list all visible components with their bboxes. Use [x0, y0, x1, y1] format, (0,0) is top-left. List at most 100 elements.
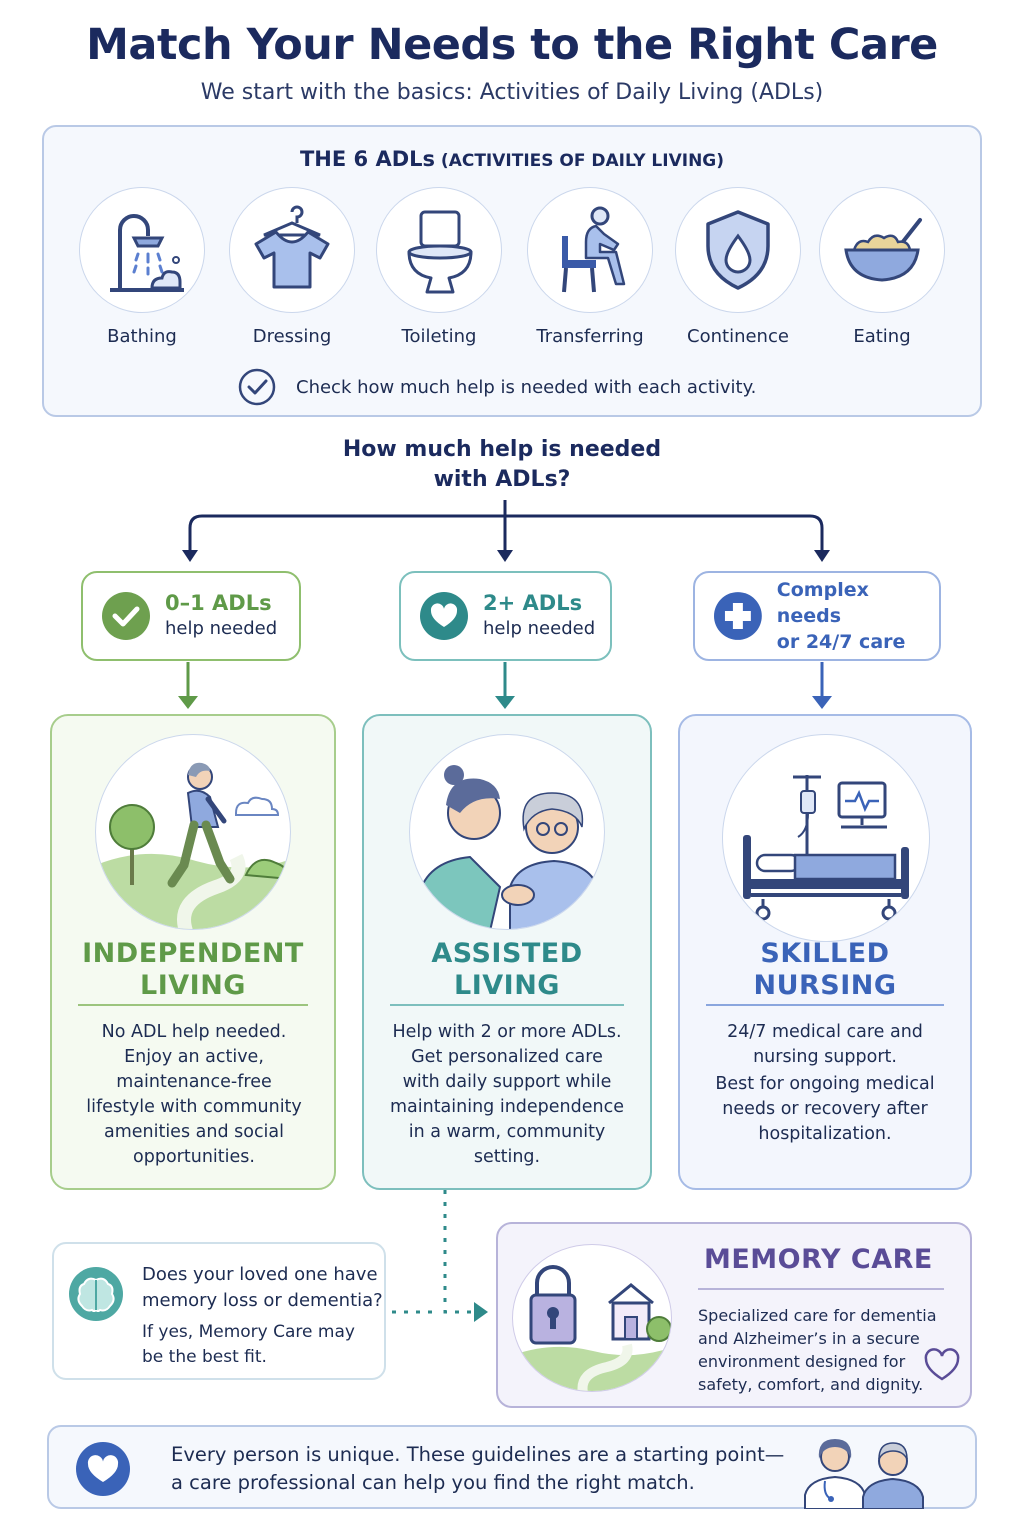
card-body-line: in a warm, community — [408, 1122, 606, 1142]
brain-icon — [69, 1267, 123, 1321]
adl-note-text: Check how much help is needed with each … — [296, 376, 757, 398]
card-body-line: setting. — [473, 1147, 541, 1167]
adl-item-continence: Continence — [668, 187, 808, 347]
adl-title-paren: (ACTIVITIES OF DAILY LIVING) — [435, 151, 725, 171]
memory-question-text: Does your loved one have memory loss or … — [142, 1262, 383, 1314]
card-body-line: Enjoy an active, — [124, 1047, 264, 1067]
care-professionals-icon — [804, 1439, 924, 1509]
card-divider — [390, 1004, 624, 1006]
memory-care-line: Specialized care for dementia — [698, 1306, 937, 1325]
adl-item-dressing: Dressing — [222, 187, 362, 347]
adl-item-bathing: Bathing — [72, 187, 212, 347]
card-heading-line2: LIVING — [140, 970, 246, 1001]
memory-question-line: If yes, Memory Care may — [142, 1322, 355, 1342]
adl-panel-title: THE 6 ADLs (ACTIVITIES OF DAILY LIVING) — [44, 147, 980, 171]
card-body: No ADL help needed. Enjoy an active, mai… — [62, 1020, 326, 1170]
card-body-line: No ADL help needed. — [101, 1022, 287, 1042]
page-subtitle: We start with the basics: Activities of … — [200, 80, 824, 105]
padlock-house-icon — [512, 1244, 672, 1392]
memory-care-line: safety, comfort, and dignity. — [698, 1375, 924, 1394]
memory-care-body: Specialized care for dementia and Alzhei… — [698, 1304, 937, 1396]
card-skilled-nursing: SKILLED NURSING 24/7 medical care and nu… — [678, 714, 972, 1190]
walking-person-icon — [95, 734, 291, 930]
adl-label: Bathing — [107, 326, 177, 347]
adl-label: Transferring — [536, 326, 644, 347]
memory-question-box: Does your loved one have memory loss or … — [52, 1242, 386, 1380]
card-memory-care: MEMORY CARE Specialized care for dementi… — [496, 1222, 972, 1408]
pill-subtext: help needed — [165, 618, 278, 639]
card-body-line: lifestyle with community — [86, 1097, 302, 1117]
card-body-line: maintaining independence — [389, 1097, 625, 1117]
bowl-icon — [819, 187, 945, 313]
card-body-line: Help with 2 or more ADLs. — [392, 1022, 622, 1042]
pill-subtext: or 24/7 care — [776, 631, 906, 653]
adl-panel: THE 6 ADLs (ACTIVITIES OF DAILY LIVING) … — [42, 125, 982, 417]
card-body-line: with daily support while — [402, 1072, 612, 1092]
card-body: Help with 2 or more ADLs. Get personaliz… — [372, 1020, 642, 1170]
memory-care-line: environment designed for — [698, 1352, 906, 1371]
card-body-line: hospitalization. — [758, 1124, 892, 1144]
adl-label: Dressing — [252, 326, 332, 347]
adl-note: Check how much help is needed with each … — [238, 368, 757, 406]
caregiver-icon — [409, 734, 605, 930]
card-body-line: maintenance-free — [116, 1072, 272, 1092]
shower-icon — [79, 187, 205, 313]
card-body-line: needs or recovery after — [722, 1099, 928, 1119]
memory-question-line: be the best fit. — [142, 1347, 267, 1367]
hospital-bed-icon — [722, 734, 930, 942]
pill-2-plus-adls: 2+ ADLs help needed — [399, 571, 612, 661]
shirt-icon — [229, 187, 355, 313]
card-divider — [78, 1004, 308, 1006]
footer-line: a care professional can help you find th… — [171, 1471, 695, 1494]
adl-title-main: THE 6 ADLs — [299, 147, 436, 171]
toilet-icon — [376, 187, 502, 313]
memory-care-divider — [698, 1288, 944, 1290]
pill-heading: 2+ ADLs — [483, 591, 583, 615]
pill-subtext: help needed — [483, 618, 596, 639]
heart-outline-icon — [924, 1348, 960, 1381]
person-sitting-icon — [527, 187, 653, 313]
pill-heading: 0–1 ADLs — [165, 591, 272, 615]
adl-label: Eating — [853, 326, 911, 347]
card-body-line: Best for ongoing medical — [715, 1074, 935, 1094]
pill-heading: Complex needs — [776, 579, 869, 627]
card-body-line: opportunities. — [133, 1147, 255, 1167]
card-heading-line1: SKILLED — [760, 938, 890, 969]
memory-care-line: and Alzheimer’s in a secure — [698, 1329, 920, 1348]
card-assisted-living: ASSISTED LIVING Help with 2 or more ADLs… — [362, 714, 652, 1190]
flow-question-line1: How much help is needed — [342, 437, 662, 462]
flow-question-line2: with ADLs? — [433, 467, 571, 492]
check-circle-icon — [238, 368, 276, 406]
memory-question-hint: If yes, Memory Care may be the best fit. — [142, 1320, 355, 1370]
adl-item-transferring: Transferring — [520, 187, 660, 347]
shield-drop-icon — [675, 187, 801, 313]
heart-icon — [76, 1442, 130, 1496]
footer-line: Every person is unique. These guidelines… — [171, 1443, 785, 1466]
card-heading-line1: ASSISTED — [431, 938, 583, 969]
page-title: Match Your Needs to the Right Care — [86, 20, 938, 70]
card-heading: INDEPENDENT LIVING — [52, 938, 334, 1002]
adl-item-toileting: Toileting — [369, 187, 509, 347]
card-heading-line1: INDEPENDENT — [82, 938, 304, 969]
card-body-line: amenities and social — [103, 1122, 285, 1142]
flow-question: How much help is needed with ADLs? — [0, 435, 1004, 495]
card-body: 24/7 medical care and nursing support. B… — [690, 1020, 960, 1147]
footer-text: Every person is unique. These guidelines… — [171, 1441, 784, 1497]
card-heading: ASSISTED LIVING — [364, 938, 650, 1002]
memory-question-line: memory loss or dementia? — [142, 1290, 383, 1311]
adl-item-eating: Eating — [812, 187, 952, 347]
pill-0-1-adls: 0–1 ADLs help needed — [81, 571, 301, 661]
adl-label: Continence — [687, 326, 789, 347]
pill-complex-needs: Complex needs or 24/7 care — [693, 571, 941, 661]
footer-note: Every person is unique. These guidelines… — [47, 1425, 977, 1509]
check-circle-icon — [102, 592, 150, 640]
card-body-line: Get personalized care — [411, 1047, 603, 1067]
heart-icon — [420, 592, 468, 640]
card-body-line: 24/7 medical care and — [727, 1022, 923, 1042]
memory-care-heading: MEMORY CARE — [704, 1244, 933, 1275]
card-divider — [706, 1004, 944, 1006]
card-heading-line2: LIVING — [454, 970, 560, 1001]
card-independent-living: INDEPENDENT LIVING No ADL help needed. E… — [50, 714, 336, 1190]
adl-label: Toileting — [401, 326, 477, 347]
